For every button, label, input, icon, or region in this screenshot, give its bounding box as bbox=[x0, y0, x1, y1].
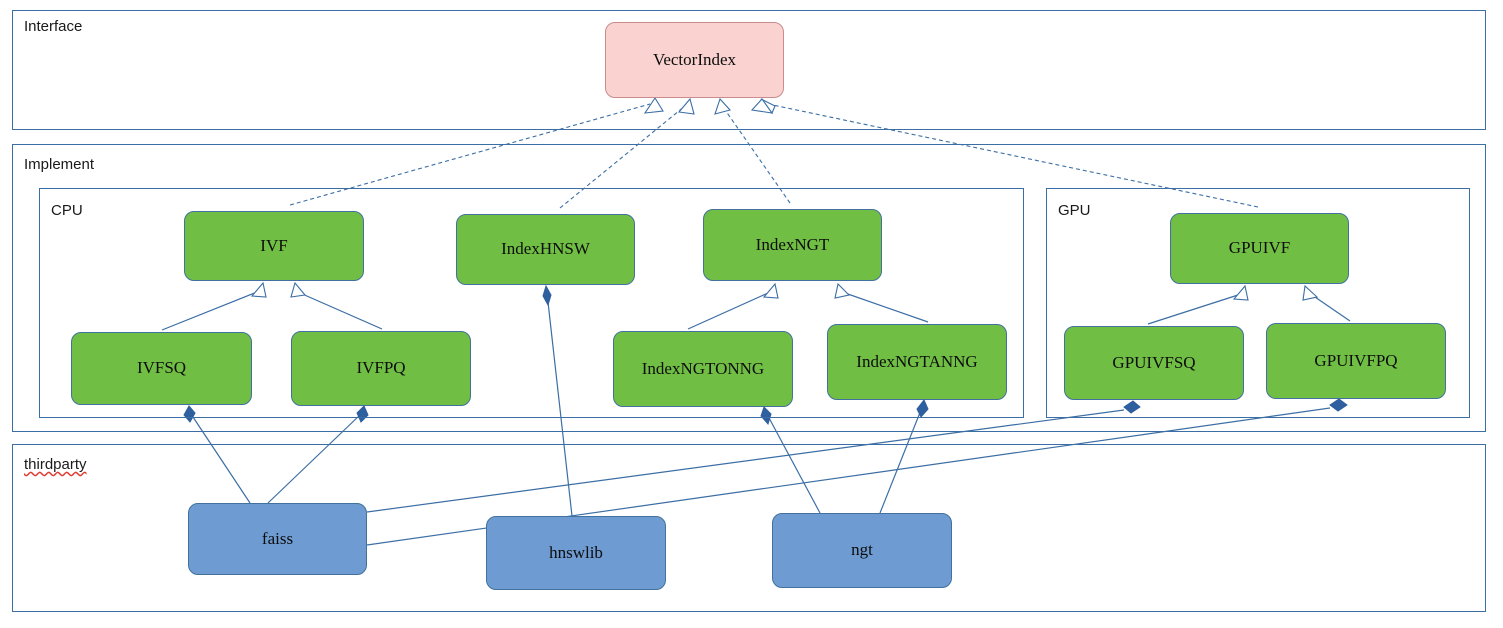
node-faiss[interactable]: faiss bbox=[188, 503, 367, 575]
group-label-implement: Implement bbox=[24, 156, 95, 173]
group-label-cpu: CPU bbox=[51, 202, 83, 219]
node-vectorindex[interactable]: VectorIndex bbox=[605, 22, 784, 98]
node-ivfsq[interactable]: IVFSQ bbox=[71, 332, 252, 405]
node-indexngtonng[interactable]: IndexNGTONNG bbox=[613, 331, 793, 407]
group-gpu bbox=[1046, 188, 1470, 418]
node-indexhnsw[interactable]: IndexHNSW bbox=[456, 214, 635, 285]
node-gpuivfsq[interactable]: GPUIVFSQ bbox=[1064, 326, 1244, 400]
node-indexngt[interactable]: IndexNGT bbox=[703, 209, 882, 281]
group-label-gpu: GPU bbox=[1058, 202, 1091, 219]
group-label-interface: Interface bbox=[24, 18, 83, 35]
node-hnswlib[interactable]: hnswlib bbox=[486, 516, 666, 590]
node-gpuivfpq[interactable]: GPUIVFPQ bbox=[1266, 323, 1446, 399]
node-ivfpq[interactable]: IVFPQ bbox=[291, 331, 471, 406]
node-gpuivf[interactable]: GPUIVF bbox=[1170, 213, 1349, 284]
group-cpu bbox=[39, 188, 1024, 418]
node-indexngtanng[interactable]: IndexNGTANNG bbox=[827, 324, 1007, 400]
group-label-thirdparty: thirdparty bbox=[24, 456, 87, 473]
node-ivf[interactable]: IVF bbox=[184, 211, 364, 281]
node-ngt[interactable]: ngt bbox=[772, 513, 952, 588]
group-interface bbox=[12, 10, 1486, 130]
group-thirdparty bbox=[12, 444, 1486, 612]
group-implement bbox=[12, 144, 1486, 432]
